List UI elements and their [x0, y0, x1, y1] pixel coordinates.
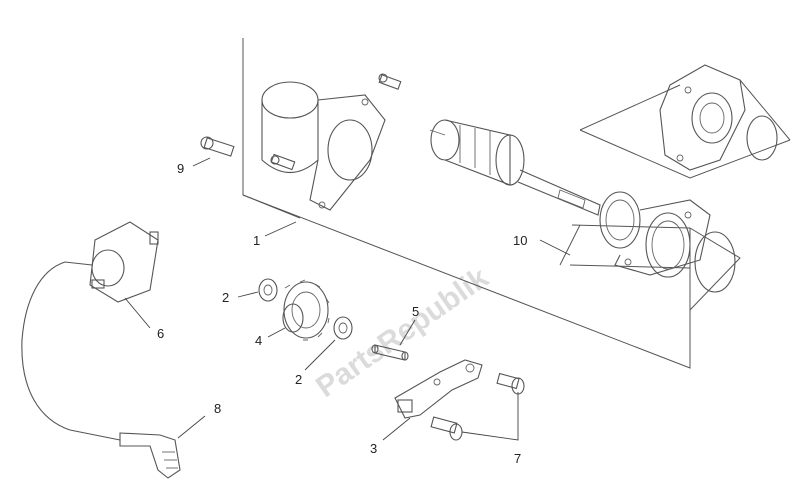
callout-4: 4 [255, 333, 262, 348]
washer-2-lower[interactable] [333, 316, 353, 340]
screw-7-upper[interactable] [496, 372, 525, 395]
leader-8 [177, 415, 206, 439]
screw-7-lower[interactable] [430, 416, 463, 441]
end-cap[interactable] [659, 64, 746, 171]
leader-1 [264, 221, 297, 237]
washer-2-upper[interactable] [258, 278, 278, 302]
leader-2-lower [304, 339, 336, 371]
starter-motor-housing[interactable] [261, 81, 386, 211]
leader-3 [382, 417, 411, 441]
callout-8: 8 [214, 401, 221, 416]
end-cap-frame [579, 79, 791, 179]
leader-6 [124, 297, 151, 329]
brush-holder-10[interactable] [599, 191, 711, 278]
screw-9[interactable] [200, 136, 235, 157]
callout-2-lower: 2 [295, 372, 302, 387]
o-ring-10[interactable] [694, 231, 736, 293]
callout-7: 7 [514, 451, 521, 466]
pin-5[interactable] [371, 344, 409, 361]
callout-9: 9 [177, 161, 184, 176]
starter-relay-6[interactable] [89, 221, 159, 303]
brush-holder-frame [559, 224, 741, 311]
housing-screw-top[interactable] [378, 73, 402, 90]
callout-1: 1 [253, 233, 260, 248]
leader-4 [267, 327, 286, 338]
leader-2-upper [237, 291, 259, 298]
cable-8[interactable] [21, 261, 181, 479]
callout-6: 6 [157, 326, 164, 341]
callout-2-upper: 2 [222, 290, 229, 305]
callout-3: 3 [370, 441, 377, 456]
armature[interactable] [429, 119, 601, 216]
housing-screw-bottom[interactable] [270, 153, 296, 171]
o-ring-top[interactable] [746, 115, 778, 161]
leader-9 [192, 157, 211, 167]
callout-5: 5 [412, 304, 419, 319]
leader-7 [461, 392, 519, 441]
callout-10: 10 [513, 233, 527, 248]
lever-3[interactable] [394, 359, 483, 419]
starter-assembly-frame [242, 38, 691, 369]
leader-10 [539, 239, 571, 256]
leader-5 [399, 319, 416, 346]
gear-4[interactable] [282, 279, 330, 341]
